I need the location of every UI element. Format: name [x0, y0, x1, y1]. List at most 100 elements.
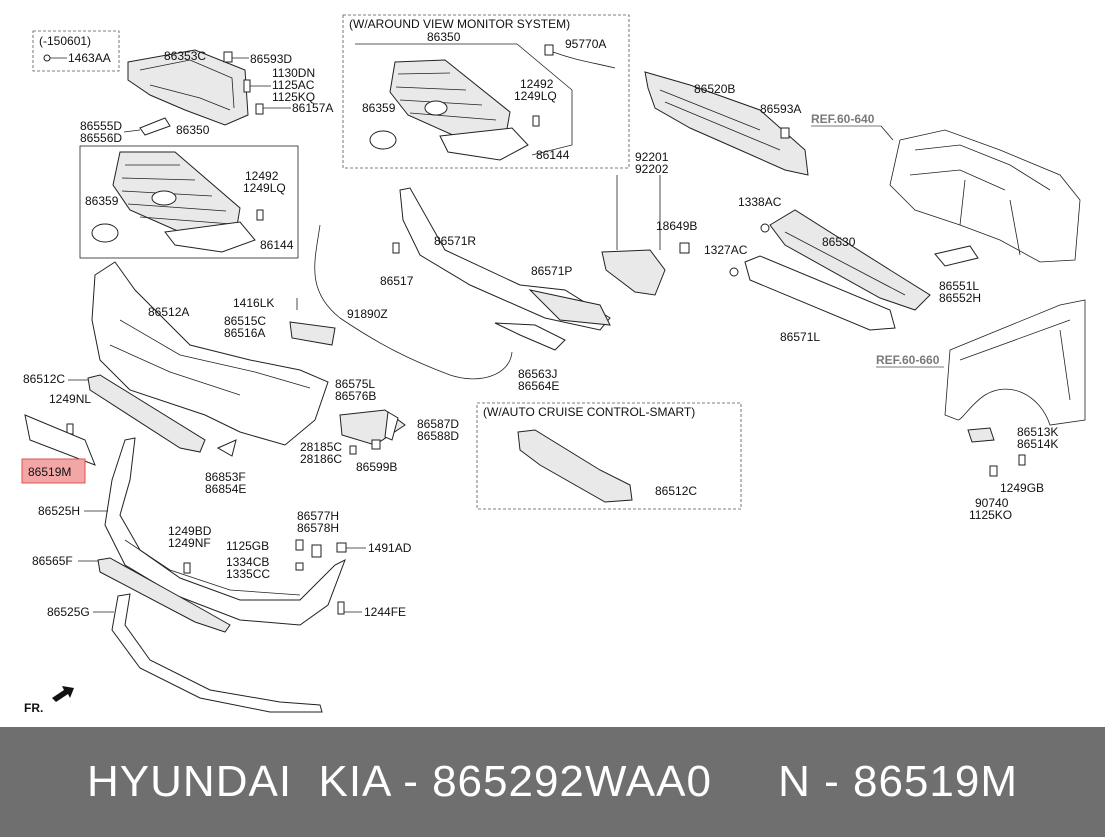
label-86359-left: 86359	[85, 194, 119, 208]
part-emblem-86359	[91, 223, 119, 243]
camera-harness	[552, 51, 616, 69]
label-86525h: 86525H	[38, 504, 80, 518]
label-front: FR.	[24, 701, 43, 715]
bolt-90740	[989, 465, 998, 477]
front-arrow-icon	[52, 686, 74, 702]
label-1249bd: 1249BD	[168, 524, 212, 538]
part-beam-86530	[769, 209, 931, 311]
label-1463aa: 1463AA	[68, 51, 111, 65]
label-1249nf: 1249NF	[168, 536, 211, 550]
screw-12492-left	[256, 209, 264, 221]
label-86353c: 86353C	[164, 49, 206, 63]
label-1491ad: 1491AD	[368, 541, 412, 555]
part-trim-86563j	[494, 322, 566, 351]
label-86359-avm: 86359	[362, 101, 396, 115]
label-86576b: 86576B	[335, 389, 376, 403]
clip-86599b	[371, 439, 381, 450]
label-1249nl: 1249NL	[49, 392, 91, 406]
clip-86517	[392, 242, 400, 254]
label-1338ac: 1338AC	[738, 195, 782, 209]
wiring-harness-91890z	[314, 224, 513, 380]
label-86350-left: 86350	[176, 123, 210, 137]
label-12492-avm: 12492	[520, 77, 554, 91]
screw-12492-avm	[532, 115, 540, 127]
variant-box-acc	[476, 402, 742, 510]
label-86520b: 86520B	[694, 82, 735, 96]
label-86519m[interactable]: 86519M	[28, 465, 71, 479]
variant-box-avm	[342, 14, 630, 169]
part-plate-bracket-86519m	[24, 414, 96, 466]
part-bumper-cover-86512a	[91, 261, 329, 446]
emblem-on-grille	[151, 190, 177, 206]
label-1125ac: 1125AC	[272, 78, 315, 92]
part-molding-86144	[164, 221, 256, 253]
label-28186c: 28186C	[300, 452, 342, 466]
label-28185c: 28185C	[300, 440, 342, 454]
part-camera-95770a	[544, 44, 554, 56]
part-lip-86525g	[111, 593, 323, 713]
label-86571p: 86571P	[531, 264, 572, 278]
label-1244fe: 1244FE	[364, 605, 406, 619]
part-fog-lamp-92201	[601, 249, 666, 296]
clip-1491ad	[336, 542, 347, 553]
label-86552h: 86552H	[939, 291, 981, 305]
exploded-parts-diagram: (-150601) 1463AA 86353C 86593D 1130DN 11…	[21, 14, 1086, 715]
label-86587d: 86587D	[417, 417, 459, 431]
part-bracket-86587d	[384, 411, 399, 441]
label-150601: (-150601)	[39, 34, 91, 48]
fender-reference	[944, 299, 1086, 426]
label-86565f: 86565F	[32, 554, 73, 568]
nut-1334cb	[295, 562, 304, 571]
variant-box-150601	[32, 30, 120, 72]
body-front-structure	[889, 129, 1081, 263]
clip-86157a	[255, 103, 264, 115]
label-86512c-left: 86512C	[23, 372, 65, 386]
label-1334cb: 1334CB	[226, 555, 269, 569]
highlight-86519m[interactable]	[21, 458, 86, 484]
part-bracket-86551l	[934, 245, 979, 267]
label-86144-left: 86144	[260, 238, 294, 252]
label-1335cc: 1335CC	[226, 567, 270, 581]
clip-1463aa	[43, 54, 51, 62]
screw-1249bd	[183, 562, 191, 574]
label-86515c: 86515C	[224, 314, 266, 328]
part-molding-86144-avm	[439, 127, 529, 161]
label-92201: 92201	[635, 150, 669, 164]
bolt-1338ac	[760, 223, 770, 233]
footer-part-number: HYUNDAI KIA - 865292WAA0 N - 86519M	[87, 757, 1018, 806]
label-92202: 92202	[635, 162, 669, 176]
label-86575l: 86575L	[335, 377, 375, 391]
part-emblem-86359-avm	[369, 130, 397, 150]
part-upper-cover-86353c	[127, 49, 249, 126]
label-1249gb: 1249GB	[1000, 481, 1044, 495]
label-86514k: 86514K	[1017, 437, 1058, 451]
label-86578h: 86578H	[297, 521, 339, 535]
ref-60-640[interactable]: REF.60-640	[811, 112, 875, 126]
footer-bar: HYUNDAI KIA - 865292WAA0 N - 86519M	[0, 727, 1105, 837]
grille-group-box	[79, 145, 299, 259]
label-86144-avm: 86144	[536, 148, 570, 162]
label-1125kq: 1125KQ	[272, 90, 315, 104]
label-86512c-acc: 86512C	[655, 484, 697, 498]
ref-60-660[interactable]: REF.60-660	[876, 353, 940, 367]
label-86556d: 86556D	[80, 131, 122, 145]
label-1416lk: 1416LK	[233, 296, 274, 310]
label-86854e: 86854E	[205, 482, 246, 496]
part-vent-86515c	[289, 321, 336, 346]
part-absorber-86520b	[644, 71, 809, 176]
clip-86577h	[311, 544, 322, 558]
label-1125gb: 1125GB	[226, 539, 269, 553]
part-lower-bumper-86525h	[104, 437, 346, 626]
label-avm: (W/AROUND VIEW MONITOR SYSTEM)	[349, 17, 570, 31]
label-1130dn: 1130DN	[272, 66, 315, 80]
label-86555d: 86555D	[80, 119, 122, 133]
label-86513k: 86513K	[1017, 425, 1058, 439]
label-86525g: 86525G	[47, 605, 90, 619]
label-1249lq-avm: 1249LQ	[514, 89, 557, 103]
part-grille-86512c-acc	[517, 429, 633, 503]
part-lower-grille-86512c	[87, 374, 206, 453]
label-86593a: 86593A	[760, 102, 801, 116]
label-86593d: 86593D	[250, 52, 292, 66]
label-86563j: 86563J	[518, 367, 557, 381]
